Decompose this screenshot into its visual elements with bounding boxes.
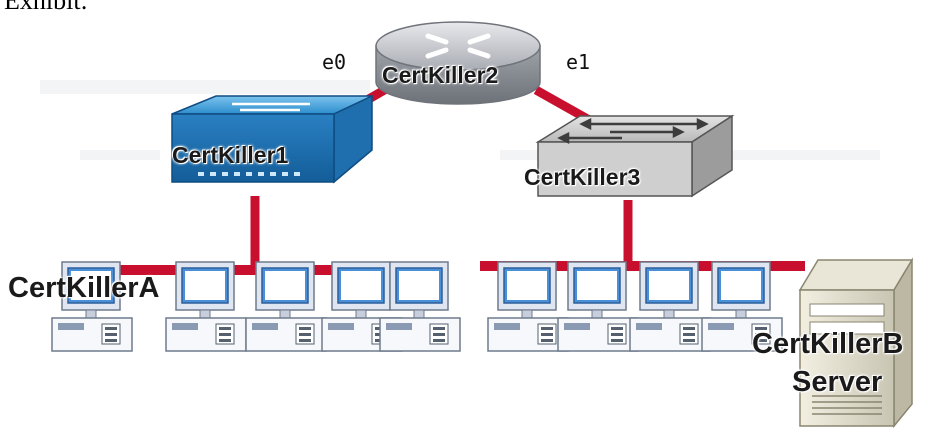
host-a-label: CertKillerA (8, 272, 160, 304)
lan-right-hosts (487, 261, 783, 352)
workstation-icon (629, 261, 711, 352)
server-icon (798, 257, 914, 429)
router-icon (375, 21, 541, 105)
workstation-icon (379, 261, 461, 352)
workstation-icon (245, 261, 327, 352)
router-label: CertKiller2 (382, 62, 499, 88)
workstation-icon (165, 261, 247, 352)
switch-icon (535, 114, 735, 198)
switch-icon (171, 94, 373, 184)
port-label-e1: e1 (566, 50, 591, 74)
switch-right-label: CertKiller3 (524, 164, 641, 190)
workstation-icon (487, 261, 569, 352)
workstation-icon (557, 261, 639, 352)
switch-left-label: CertKiller1 (172, 142, 289, 168)
port-label-e0: e0 (322, 50, 347, 74)
exhibit-title: Exhibit: (4, 0, 88, 15)
server-b-subtitle: Server (792, 366, 883, 398)
server-b-label: CertKillerB (752, 328, 904, 360)
